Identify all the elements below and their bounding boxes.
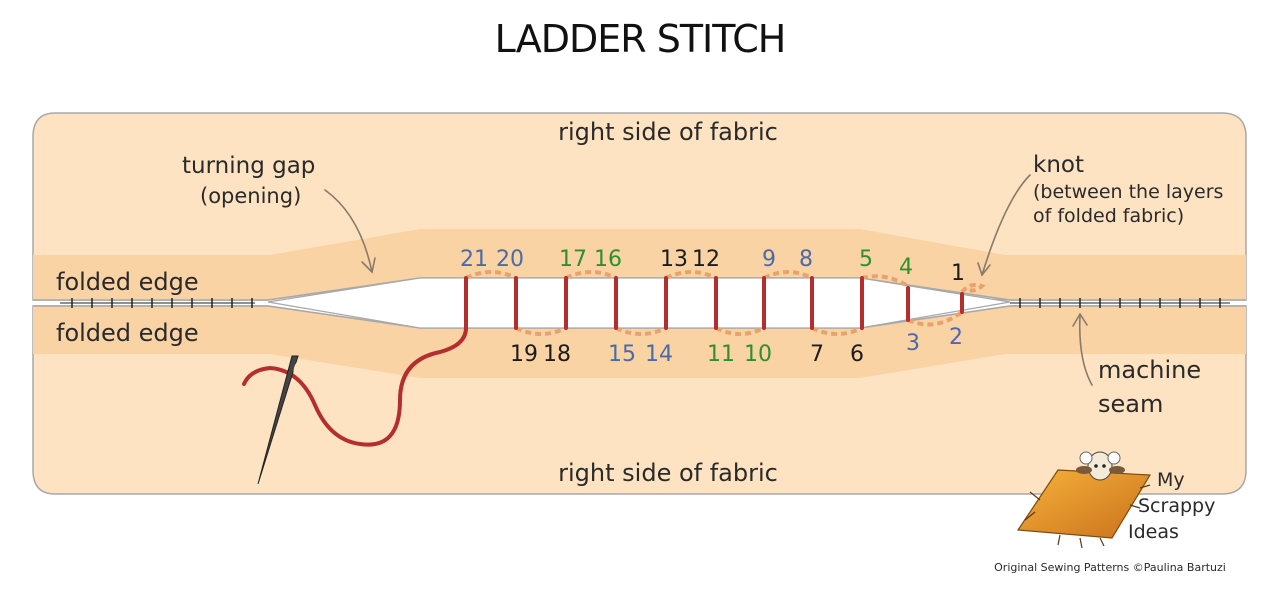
bottom-stitch-number-14: 14: [645, 342, 673, 367]
knot-label: knot: [1033, 152, 1084, 178]
top-stitch-number-16: 16: [594, 247, 622, 272]
bottom-stitch-number-15: 15: [608, 342, 636, 367]
top-stitch-number-9: 9: [762, 247, 776, 272]
turning-gap-opening: [267, 277, 1011, 329]
needle-icon: [257, 355, 299, 485]
bottom-stitch-number-7: 7: [810, 342, 824, 367]
bottom-stitch-number-3: 3: [906, 331, 920, 356]
logo-line2: Scrappy: [1138, 495, 1215, 517]
knot-note-line1: (between the layers: [1033, 181, 1223, 203]
bottom-fabric-label: right side of fabric: [558, 459, 778, 487]
sheep-face-icon: [1087, 451, 1113, 481]
folded-edge-top-label: folded edge: [56, 268, 199, 296]
bottom-stitch-number-11: 11: [707, 342, 735, 367]
top-fabric-label: right side of fabric: [558, 118, 778, 146]
ladder-rungs: [464, 276, 964, 330]
my-scrappy-ideas-logo: My Scrappy Ideas: [1016, 451, 1215, 549]
top-stitch-number-1: 1: [951, 261, 965, 286]
logo-line3: Ideas: [1128, 521, 1179, 543]
machine-seam-sublabel: seam: [1098, 390, 1163, 418]
turning-gap-arrow: [324, 189, 376, 274]
top-stitch-number-13: 13: [660, 247, 688, 272]
knot-note-line2: of folded fabric): [1033, 205, 1184, 227]
turning-gap-sublabel: (opening): [200, 184, 301, 208]
machine-seam-left: [60, 298, 255, 308]
top-stitch-number-4: 4: [899, 255, 913, 280]
machine-seam-right: [1010, 298, 1230, 308]
bottom-stitch-number-18: 18: [543, 342, 571, 367]
folded-edge-bottom-label: folded edge: [56, 319, 199, 347]
top-folded-edge-band: [33, 229, 1246, 300]
bottom-stitch-number-10: 10: [744, 342, 772, 367]
machine-seam-label: machine: [1098, 356, 1201, 384]
turning-gap-label: turning gap: [182, 153, 315, 179]
credit-text: Original Sewing Patterns ©Paulina Bartuz…: [994, 561, 1226, 574]
hidden-stitches: [465, 270, 986, 336]
diagram-title: LADDER STITCH: [495, 17, 786, 61]
logo-line1: My: [1157, 469, 1185, 491]
bottom-stitch-number-19: 19: [510, 342, 538, 367]
top-stitch-number-17: 17: [559, 247, 587, 272]
bottom-stitch-number-2: 2: [949, 325, 963, 350]
top-stitch-number-5: 5: [859, 247, 873, 272]
machine-seam-arrow: [1072, 312, 1093, 386]
bottom-stitch-number-6: 6: [850, 342, 864, 367]
top-stitch-number-20: 20: [496, 247, 524, 272]
knot-arrow: [977, 174, 1031, 277]
top-stitch-number-8: 8: [799, 247, 813, 272]
top-stitch-number-12: 12: [692, 247, 720, 272]
thread-tail: [242, 326, 468, 447]
top-stitch-number-21: 21: [460, 247, 488, 272]
